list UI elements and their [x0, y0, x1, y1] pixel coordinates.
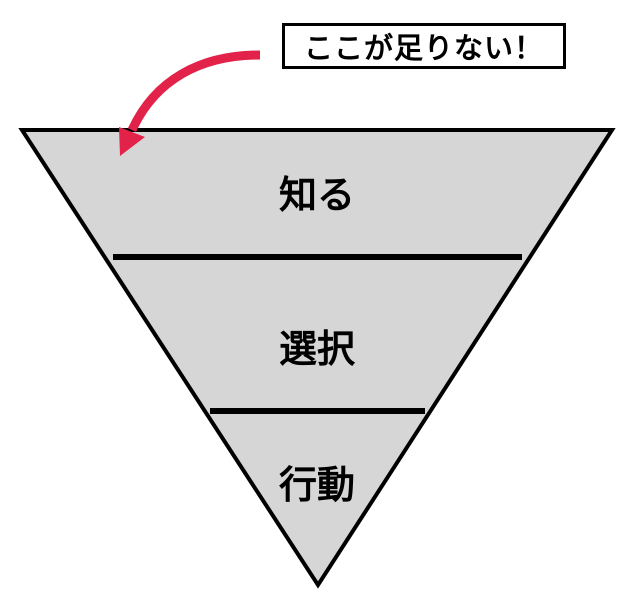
callout-label: ここが足りない！	[282, 23, 566, 69]
funnel-level-know: 知る	[279, 173, 355, 217]
funnel-level-select: 選択	[279, 327, 356, 371]
funnel-triangle	[18, 128, 616, 589]
curved-arrow-icon	[119, 50, 261, 156]
funnel-level-action: 行動	[279, 463, 355, 507]
